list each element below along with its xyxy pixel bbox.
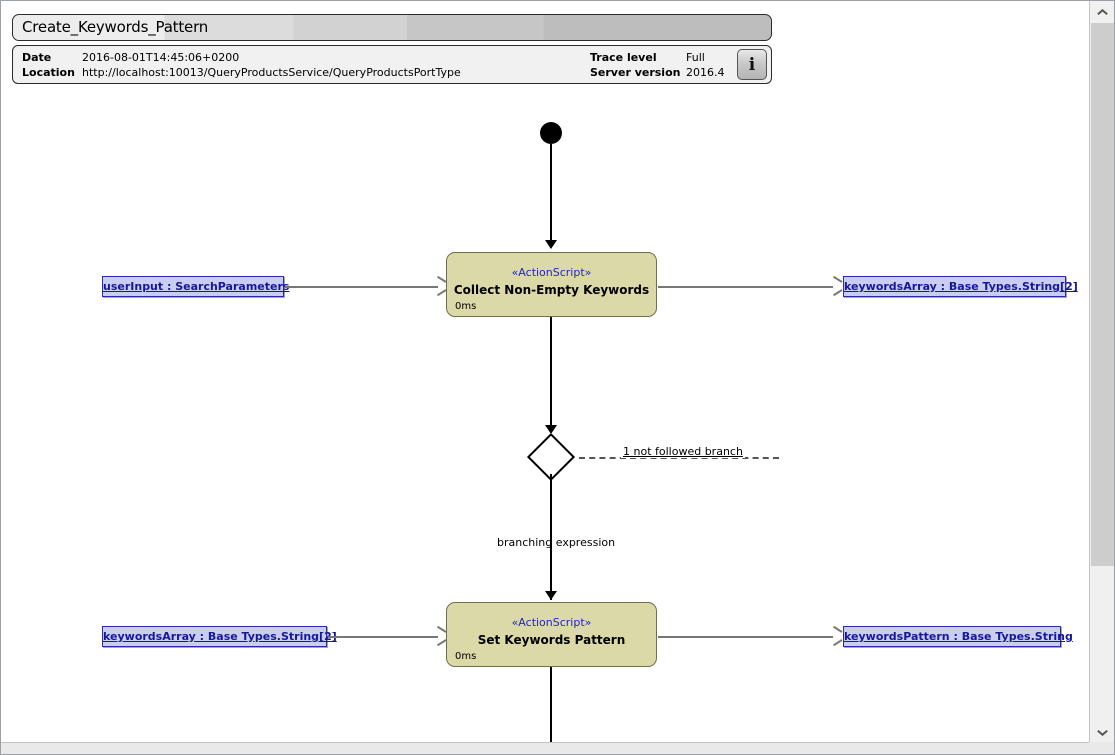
action-node-collect-non-empty-keywords[interactable]: «ActionScript» Collect Non-Empty Keyword… (446, 252, 657, 317)
action-name: Set Keywords Pattern (477, 633, 626, 647)
input-pin-user-input[interactable]: userInput : SearchParameters (102, 276, 290, 297)
scroll-up-button[interactable] (1091, 1, 1114, 22)
connector-output-pin-2 (658, 636, 833, 638)
metadata-label-date: Date (22, 51, 52, 64)
arrowhead-down-icon (545, 591, 557, 600)
arrowhead-right-icon (832, 280, 841, 292)
metadata-value-trace-level: Full (686, 51, 705, 64)
metadata-row-trace-level: Trace level Full (590, 50, 724, 65)
output-pin-label: keywordsArray : Base Types.String[2] (844, 280, 1078, 293)
info-button[interactable]: i (737, 49, 767, 80)
metadata-left-column: Date 2016-08-01T14:45:06+0200 Location htt… (22, 50, 461, 80)
action-duration: 0ms (455, 651, 477, 662)
scroll-down-button[interactable] (1091, 722, 1114, 743)
flow-edge-decision-to-action-2 (550, 474, 552, 600)
input-pin-keywords-array[interactable]: keywordsArray : Base Types.String[2] (102, 626, 337, 647)
action-stereotype: «ActionScript» (511, 616, 592, 629)
metadata-row-location: Location http://localhost:10013/QueryProd… (22, 65, 461, 80)
output-pin-keywords-array[interactable]: keywordsArray : Base Types.String[2] (843, 276, 1078, 297)
action-duration: 0ms (455, 301, 477, 312)
chevron-up-icon (1098, 7, 1107, 16)
arrowhead-down-icon (545, 425, 557, 434)
flow-edge-action-1-to-decision (550, 317, 552, 429)
arrowhead-down-icon (545, 240, 557, 249)
scrollbar-corner (1089, 742, 1114, 754)
connector-input-pin-2 (328, 636, 438, 638)
not-followed-branch-label: 1 not followed branch (621, 445, 745, 458)
diagram-canvas[interactable]: Create_Keywords_Pattern Date 2016-08-01T1… (1, 1, 1090, 746)
vertical-scrollbar-thumb[interactable] (1091, 23, 1114, 566)
initial-node (540, 122, 562, 144)
input-pin-label: keywordsArray : Base Types.String[2] (103, 630, 337, 643)
trace-metadata-panel: Date 2016-08-01T14:45:06+0200 Location htt… (12, 45, 772, 84)
diagram-title-bar: Create_Keywords_Pattern (12, 14, 772, 41)
info-icon: i (748, 55, 756, 75)
trace-header-panel: Create_Keywords_Pattern Date 2016-08-01T1… (12, 14, 772, 84)
output-pin-keywords-pattern[interactable]: keywordsPattern : Base Types.String (843, 626, 1073, 647)
flow-edge-initial-to-action-1 (550, 144, 552, 244)
action-name: Collect Non-Empty Keywords (453, 283, 650, 297)
dashed-branch-edge (579, 457, 779, 459)
chevron-down-icon (1098, 728, 1107, 737)
arrowhead-right-icon (436, 280, 445, 292)
input-pin-label: userInput : SearchParameters (103, 280, 290, 293)
metadata-value-server-version: 2016.4 (686, 66, 725, 79)
metadata-label-trace-level: Trace level (590, 51, 657, 64)
metadata-right-column: Trace level Full Server version 2016.4 (590, 50, 725, 80)
metadata-label-location: Location (22, 66, 75, 79)
metadata-label-server-version: Server version (590, 66, 681, 79)
arrowhead-right-icon (832, 630, 841, 642)
metadata-value-location: http://localhost:10013/QueryProductsServ… (82, 66, 461, 79)
output-pin-label: keywordsPattern : Base Types.String (844, 630, 1073, 643)
action-node-set-keywords-pattern[interactable]: «ActionScript» Set Keywords Pattern 0ms (446, 602, 657, 667)
action-stereotype: «ActionScript» (511, 266, 592, 279)
page-title: Create_Keywords_Pattern (22, 18, 209, 36)
connector-output-pin-1 (658, 286, 833, 288)
metadata-row-date: Date 2016-08-01T14:45:06+0200 (22, 50, 461, 65)
vertical-scrollbar[interactable] (1089, 1, 1114, 743)
metadata-value-date: 2016-08-01T14:45:06+0200 (82, 51, 240, 64)
branching-expression-label: branching expression (497, 536, 616, 549)
metadata-row-server-version: Server version 2016.4 (590, 65, 725, 80)
connector-input-pin-1 (285, 286, 438, 288)
horizontal-scrollbar[interactable] (1, 742, 1090, 754)
arrowhead-right-icon (436, 630, 445, 642)
flow-edge-action-2-continues (550, 667, 552, 744)
